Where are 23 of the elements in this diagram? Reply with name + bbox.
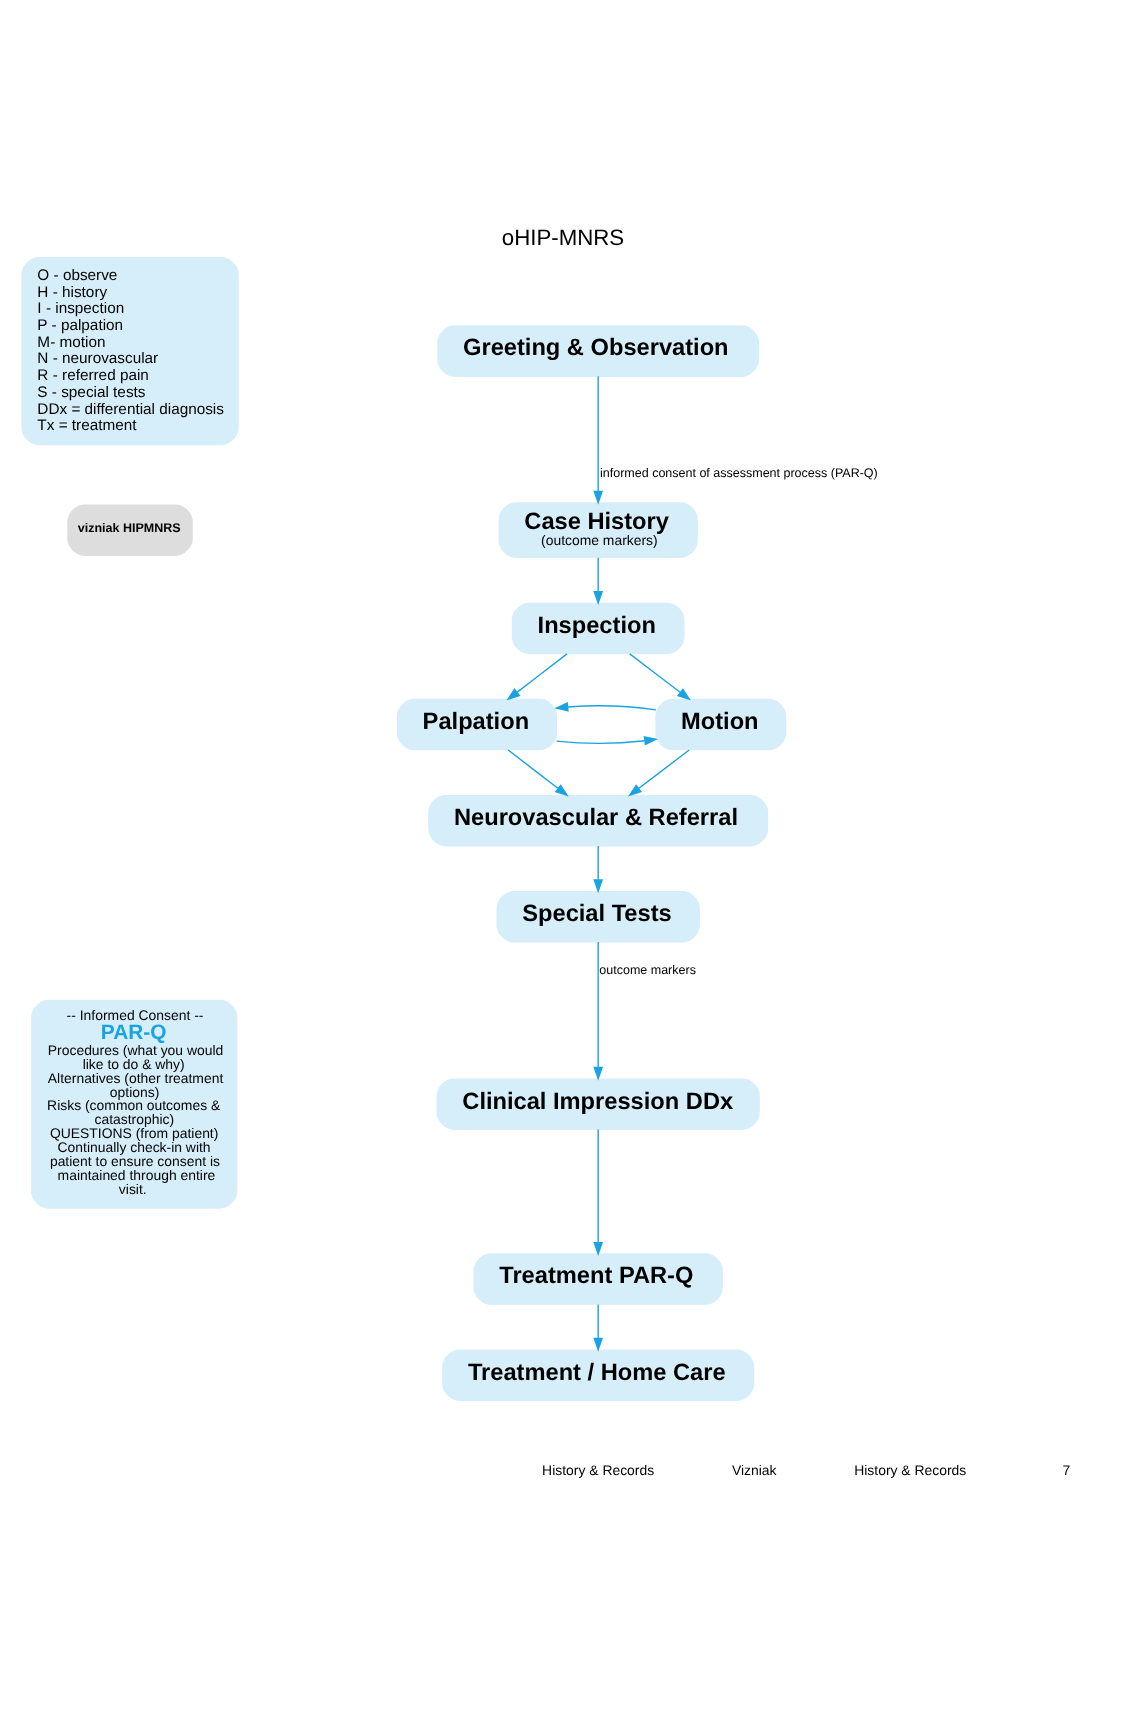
arrow (629, 653, 691, 701)
arrow (593, 1303, 604, 1352)
arrow (593, 845, 604, 894)
node-box: Palpation (396, 698, 558, 751)
arrow (554, 702, 657, 712)
node-box: Inspection (511, 602, 685, 655)
arrow (593, 1128, 604, 1257)
node-box: O - observe H - history I - inspection P - palpation M- motion N - neurovascular R - referred pain S - special tests DDx = differential diagnosis Tx = treatment (21, 257, 239, 446)
diagram-title: oHIP-MNRS (501, 226, 625, 251)
arrow (507, 749, 569, 797)
arrow (555, 735, 659, 746)
arrow (593, 375, 604, 505)
node-box: Treatment PAR-Q (473, 1253, 723, 1305)
node-box: Treatment / Home Care (442, 1349, 755, 1401)
node-box: Neurovascular & Referral (428, 794, 769, 847)
node-box: Clinical Impression DDx (436, 1078, 760, 1130)
arrow (627, 749, 690, 797)
arrow (506, 653, 568, 701)
node-box: Greeting & Observation (437, 325, 760, 377)
arrow (593, 941, 604, 1081)
node-box: Motion (655, 698, 787, 751)
arrow (593, 556, 604, 606)
node-box: Special Tests (496, 891, 700, 943)
